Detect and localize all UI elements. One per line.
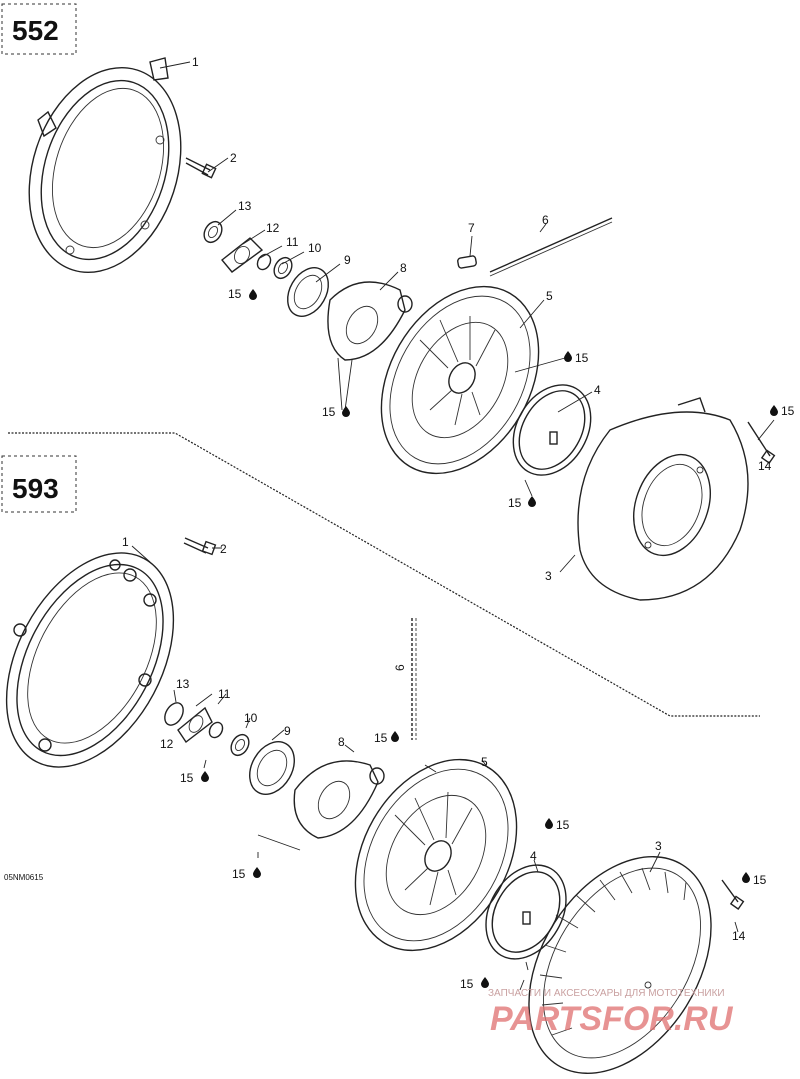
552-callout-8: 8 [400,261,407,275]
593-callout-15e: 15 [460,977,474,991]
552-part-10-bushing [273,256,293,280]
593-callout-10: 10 [244,711,258,725]
593-part-10-bushing [230,733,250,757]
watermark-tagline: ЗАПЧАСТИ И АКСЕССУАРЫ ДЛЯ МОТОТЕХНИКИ [488,988,725,999]
593-callout-8: 8 [338,735,345,749]
552-part-13-seal [203,220,223,244]
593-part-5-pulley [354,758,518,952]
593-callout-15c: 15 [232,867,246,881]
section-593-label: 593 [12,473,59,504]
552-part-4-spring [512,384,592,476]
593-part-3-cover [528,856,712,1074]
552-callout-10: 10 [308,241,322,255]
593-callout-14: 14 [732,929,746,943]
593-callout-1: 1 [122,535,129,549]
593-callout-5: 5 [481,755,488,769]
593-part-8-pawl-plate [293,760,385,839]
552-part-7-handle-key [457,255,477,269]
593-grease-drop-icon [481,977,489,988]
552-part-9-spring-cover [287,267,329,317]
552-grease-drop-icon [770,405,778,416]
section-divider [8,432,760,717]
593-grease-drop-icon [742,872,750,883]
552-callout-13: 13 [238,199,252,213]
552-part-12-plate [221,237,264,273]
593-callout-11: 11 [218,687,231,701]
593-callout-12: 12 [160,737,174,751]
593-callout-15a: 15 [180,771,194,785]
593-callout-4: 4 [530,849,537,863]
552-callout-7: 7 [468,221,475,235]
593-part-12-plate [177,706,213,744]
552-callout-4: 4 [594,383,601,397]
552-part-2-bolt [185,157,217,179]
593-grease-drop-icon [201,771,209,782]
552-callout-3: 3 [545,569,552,583]
552-callout-6: 6 [542,213,549,227]
552-callout-14: 14 [758,459,772,473]
593-callout-9: 9 [284,724,291,738]
552-callout-15b: 15 [322,405,336,419]
552-part-11-washer [256,253,272,271]
593-callout-13: 13 [176,677,190,691]
watermark-brand: PARTSFOR.RU [490,1000,734,1038]
552-callout-15a: 15 [228,287,242,301]
552-callout-11: 11 [286,235,299,249]
552-callout-12: 12 [266,221,280,235]
593-part-1-housing [5,552,175,768]
section-593-header: 593 [1,455,77,513]
552-part-5-pulley [380,285,540,475]
593-callout-15b: 15 [374,731,388,745]
552-part-6-rope [489,217,613,273]
552-callout-1: 1 [192,55,199,69]
section-593-parts: 1 2 3 4 5 6 8 9 10 11 12 13 14 15 15 15 … [5,535,767,1074]
593-callout-15d: 15 [556,818,570,832]
593-part-14-bolt [721,879,745,910]
552-part-8-pawl-plate [327,281,413,361]
593-callout-3: 3 [655,839,662,853]
552-grease-drop-icon [249,289,257,300]
watermark: ЗАПЧАСТИ И АКСЕССУАРЫ ДЛЯ МОТОТЕХНИКИ PA… [488,988,734,1038]
552-callout-15e: 15 [781,404,795,418]
593-grease-drop-icon [545,818,553,829]
593-part-13-seal [164,702,184,726]
593-part-9-spring-cover [249,741,295,795]
section-552-header: 552 [1,3,77,55]
593-part-4-spring [485,864,567,960]
section-552-parts: 1 2 3 4 5 6 7 8 9 10 11 12 13 14 15 15 1… [28,55,795,601]
drawing-code: 05NM0615 [4,873,44,882]
593-callout-6: 6 [393,664,407,671]
552-grease-drop-icon [528,496,536,507]
593-callout-2: 2 [220,542,227,556]
552-grease-drop-icon [564,351,572,362]
552-callout-15d: 15 [508,496,522,510]
552-callout-2: 2 [230,151,237,165]
section-552-label: 552 [12,15,59,46]
552-grease-drop-icon [342,406,350,417]
593-grease-drop-icon [391,731,399,742]
593-part-2-bolt [183,537,217,556]
552-part-3-cover [577,397,749,601]
593-part-11-washer [208,721,224,739]
593-callout-15f: 15 [753,873,767,887]
552-callout-15c: 15 [575,351,589,365]
552-callout-5: 5 [546,289,553,303]
552-part-14-bolt [747,421,776,464]
552-part-1-housing [28,57,182,274]
552-callout-9: 9 [344,253,351,267]
593-grease-drop-icon [253,867,261,878]
